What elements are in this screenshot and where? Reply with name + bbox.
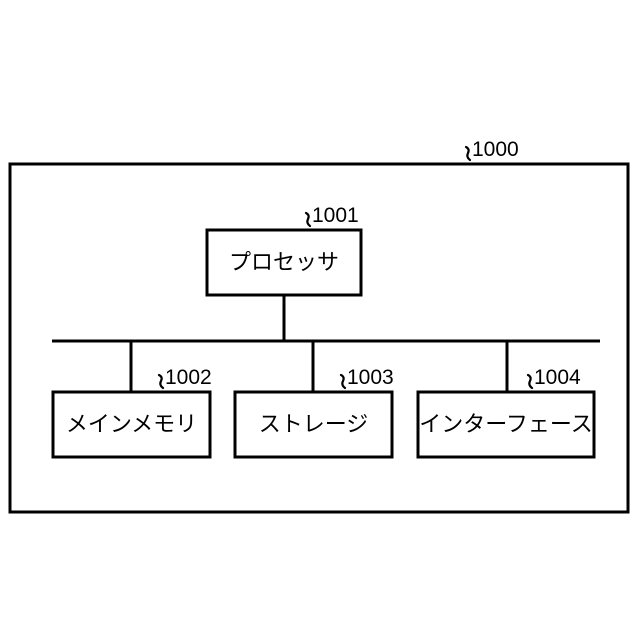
ref-numeral-1001: 1001 (312, 204, 359, 227)
ref-numeral-1004: 1004 (534, 366, 581, 389)
ref-numeral-1003: 1003 (347, 366, 394, 389)
interface-box (416, 390, 596, 459)
storage-label: ストレージ (259, 413, 369, 438)
main-memory-box (51, 390, 212, 459)
storage-box (233, 390, 394, 459)
interface-label: インターフェース (419, 413, 593, 438)
processor-label: プロセッサ (229, 251, 339, 276)
leader-hook-1000 (464, 145, 472, 162)
leader-hook-1003 (339, 373, 347, 390)
ref-numeral-1000: 1000 (472, 138, 519, 161)
processor-box (205, 228, 363, 297)
leader-hook-1001 (304, 211, 312, 228)
ref-numeral-1002: 1002 (165, 366, 212, 389)
main-memory-label: メインメモリ (66, 413, 197, 438)
leader-hook-1004 (526, 373, 534, 390)
leader-hook-1002 (157, 373, 165, 390)
